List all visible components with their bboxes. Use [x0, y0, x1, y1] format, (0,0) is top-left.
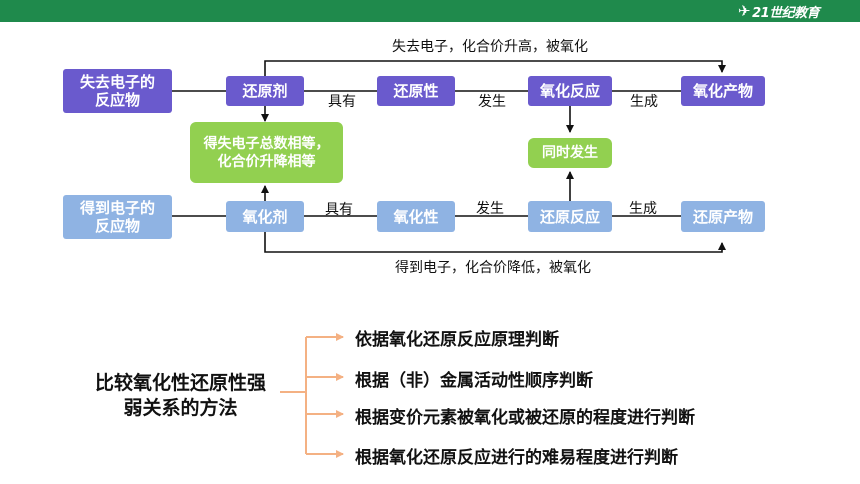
simultaneous-box: 同时发生 — [528, 138, 612, 168]
method-item-4: 根据氧化还原反应进行的难易程度进行判断 — [355, 448, 678, 468]
method-item-1: 依据氧化还原反应原理判断 — [355, 330, 559, 350]
edge-label-has-bottom: 具有 — [325, 202, 353, 218]
edge-label-forms-top: 生成 — [630, 94, 658, 110]
reduction-product-label: 还原产物 — [692, 207, 753, 226]
reduction-product-box: 还原产物 — [681, 201, 765, 232]
method-item-3: 根据变价元素被氧化或被还原的程度进行判断 — [355, 408, 695, 428]
brand-logo-text: 21世纪教育 — [752, 5, 820, 21]
edge-label-forms-bottom: 生成 — [629, 201, 657, 217]
oxidizer-box: 氧化剂 — [226, 201, 304, 232]
electron-balance-label: 得失电子总数相等，化合价升降相等 — [203, 135, 330, 170]
electron-balance-box: 得失电子总数相等，化合价升降相等 — [190, 122, 343, 183]
header-bar — [0, 0, 860, 22]
oxidizer-label: 氧化剂 — [242, 207, 288, 226]
edge-label-occurs-bottom: 发生 — [476, 201, 504, 217]
lose-electron-reactant-label: 失去电子的反应物 — [79, 73, 155, 109]
edge-top-loop — [264, 60, 726, 76]
edge-label-bottom-loop: 得到电子，化合价降低，被氧化 — [395, 260, 591, 276]
reducibility-box: 还原性 — [377, 76, 455, 106]
oxidation-reaction-box: 氧化反应 — [528, 76, 612, 106]
reducer-box: 还原剂 — [226, 76, 304, 106]
brand-logo: ✈ 21世纪教育 — [738, 2, 820, 21]
runner-icon: ✈ — [738, 2, 751, 20]
oxidizability-box: 氧化性 — [377, 201, 455, 232]
simultaneous-label: 同时发生 — [542, 145, 598, 161]
edge-bottom-loop — [264, 232, 726, 253]
reduction-reaction-box: 还原反应 — [528, 201, 612, 232]
edge-label-top-loop: 失去电子，化合价升高，被氧化 — [392, 39, 588, 55]
edge-label-has-top: 具有 — [328, 94, 356, 110]
reducer-label: 还原剂 — [242, 82, 288, 100]
oxidation-product-box: 氧化产物 — [681, 76, 765, 106]
methods-title: 比较氧化性还原性强弱关系的方法 — [94, 372, 266, 419]
oxidizability-label: 氧化性 — [393, 207, 439, 226]
gain-electron-reactant-label: 得到电子的反应物 — [79, 199, 155, 235]
reduction-reaction-label: 还原反应 — [539, 207, 600, 226]
lose-electron-reactant-box: 失去电子的反应物 — [63, 69, 172, 113]
method-item-2: 根据（非）金属活动性顺序判断 — [355, 371, 593, 391]
oxidation-reaction-label: 氧化反应 — [539, 82, 600, 100]
oxidation-product-label: 氧化产物 — [692, 82, 753, 100]
gain-electron-reactant-box: 得到电子的反应物 — [63, 195, 172, 239]
edge-label-occurs-top: 发生 — [478, 94, 506, 110]
reducibility-label: 还原性 — [393, 82, 439, 100]
